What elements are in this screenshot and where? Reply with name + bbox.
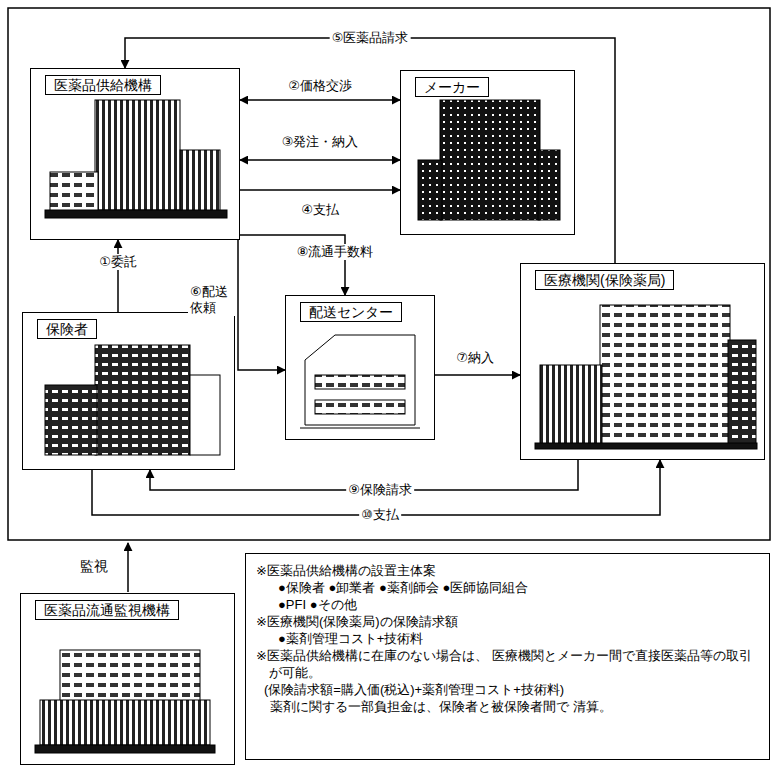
hospital-building bbox=[535, 305, 757, 449]
maker-box: メーカー bbox=[400, 70, 575, 235]
maker-building bbox=[418, 100, 560, 220]
edge-label: ⑥配送 依頼 bbox=[188, 284, 236, 316]
connector bbox=[125, 38, 615, 263]
note-line: ●保険者 ●卸業者 ●薬剤師会 ●医師協同組合 bbox=[256, 579, 759, 596]
edge-label: ④支払 bbox=[299, 202, 341, 218]
monitor-box: 医薬品流通監視機構 bbox=[20, 593, 235, 765]
note-line: ●PFI ●その他 bbox=[256, 596, 759, 613]
connector bbox=[240, 159, 400, 161]
notes-box: ※医薬品供給機構の設置主体案●保険者 ●卸業者 ●薬剤師会 ●医師協同組合●PF… bbox=[245, 553, 770, 760]
note-line: (保険請求額=購入価(税込)+薬剤管理コスト+技術料) bbox=[256, 681, 759, 698]
arrow-label: 監視 bbox=[78, 557, 110, 575]
connector bbox=[117, 240, 119, 312]
box-title: メーカー bbox=[415, 77, 489, 97]
edge-label: ⑨保険請求 bbox=[346, 482, 414, 498]
connector bbox=[240, 189, 400, 191]
edge-label: ②価格交渉 bbox=[286, 78, 354, 94]
insurer-building bbox=[45, 345, 220, 455]
box-title: 配送センター bbox=[300, 302, 402, 322]
box-title: 医療機関(保険薬局) bbox=[535, 270, 674, 290]
note-line: ●薬剤管理コスト+技術料 bbox=[256, 630, 759, 647]
box-title: 保険者 bbox=[37, 319, 97, 339]
hospital-box: 医療機関(保険薬局) bbox=[520, 263, 765, 460]
supply-building bbox=[45, 100, 227, 218]
insurer-box: 保険者 bbox=[22, 312, 235, 470]
note-line: 薬剤に関する一部負担金は、保険者と被保険者間で 清算。 bbox=[256, 698, 759, 715]
connector bbox=[238, 240, 285, 370]
monitor-arrow bbox=[127, 543, 129, 592]
supply-box: 医薬品供給機構 bbox=[30, 68, 240, 240]
delivery-building bbox=[300, 335, 420, 428]
edge-label: ⑩支払 bbox=[359, 507, 401, 523]
outer-frame bbox=[8, 8, 770, 540]
edge-label: ③発注・納入 bbox=[280, 134, 361, 150]
connector bbox=[435, 374, 520, 376]
note-line: ※医薬品供給機構の設置主体案 bbox=[256, 562, 759, 579]
note-line: ※医療機関(保険薬局)の保険請求額 bbox=[256, 613, 759, 630]
box-title: 医薬品供給機構 bbox=[45, 75, 161, 95]
edge-label: ⑧流通手数料 bbox=[295, 244, 376, 260]
monitor-building bbox=[35, 650, 215, 753]
note-line: ※医薬品供給機構に在庫のない場合は、 医療機関とメーカー間で直接医薬品等の取引が… bbox=[256, 647, 759, 681]
connector bbox=[240, 99, 400, 101]
edge-label: ①委託 bbox=[97, 254, 139, 270]
edge-label: ⑤医薬品請求 bbox=[330, 30, 411, 46]
delivery-box: 配送センター bbox=[285, 295, 435, 440]
box-title: 医薬品流通監視機構 bbox=[35, 600, 179, 620]
edge-label: ⑦納入 bbox=[454, 350, 496, 366]
